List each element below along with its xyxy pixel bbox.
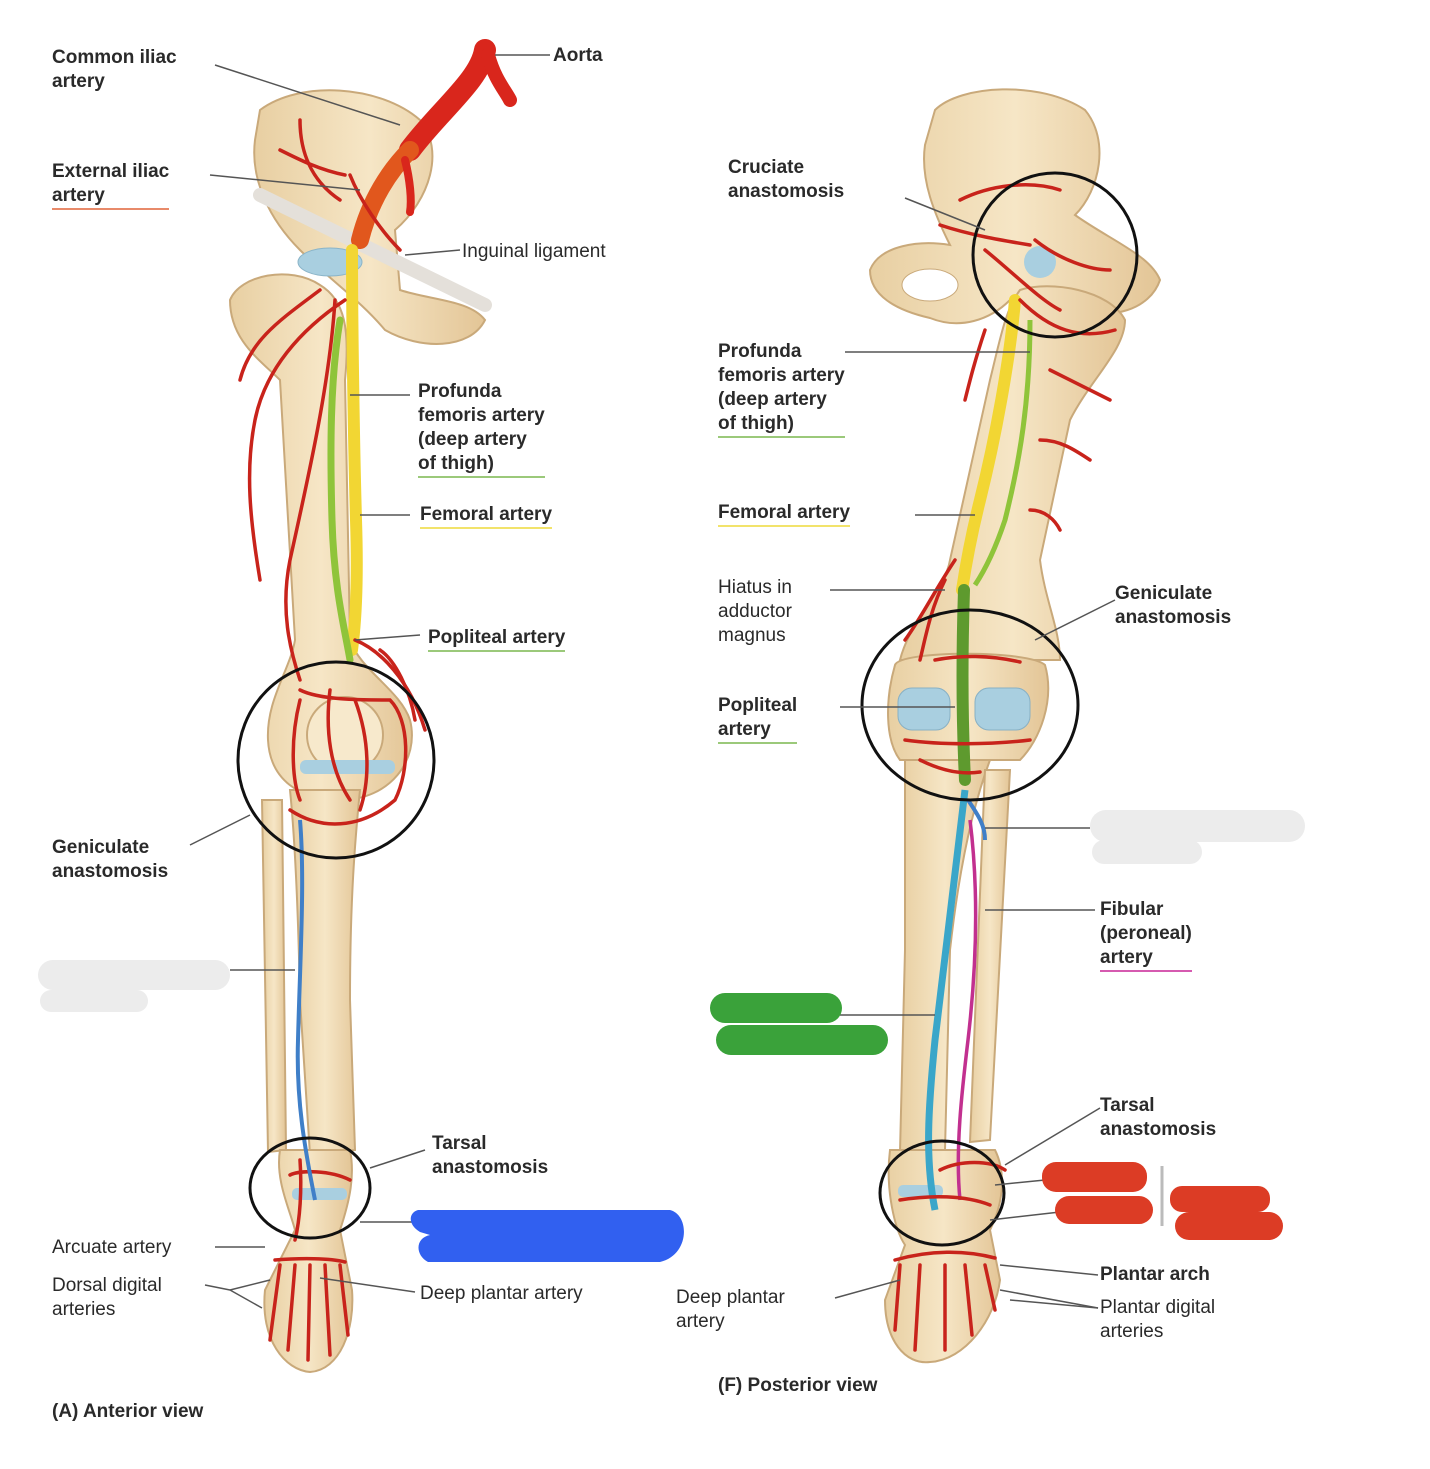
profunda-artery-posterior bbox=[972, 319, 1033, 587]
label-plantar-digital: Plantar digital arteries bbox=[1100, 1297, 1216, 1342]
popliteal-artery-posterior bbox=[956, 584, 971, 786]
fibular-artery bbox=[956, 819, 978, 1201]
label-plantar-arch: Plantar arch bbox=[1100, 1264, 1210, 1285]
green-redaction-2 bbox=[716, 1025, 888, 1055]
posterior-leader-lines bbox=[830, 197, 1116, 1309]
label-profunda-anterior: Profunda femoris artery (deep artery of … bbox=[418, 380, 545, 478]
knee-cartilage-anterior bbox=[300, 760, 395, 774]
femur-anterior bbox=[228, 273, 413, 802]
gray-redaction-anterior-2 bbox=[40, 990, 148, 1012]
ankle-cartilage-anterior bbox=[292, 1188, 347, 1200]
femoral-artery-posterior bbox=[956, 294, 1021, 596]
gray-redaction-posterior-2 bbox=[1092, 840, 1202, 864]
red-redaction-2 bbox=[1055, 1196, 1153, 1224]
red-redaction-3 bbox=[1170, 1186, 1270, 1212]
label-aorta: Aorta bbox=[553, 45, 603, 66]
label-common-iliac: Common iliac artery bbox=[52, 47, 177, 92]
aorta-branch bbox=[481, 48, 517, 107]
posterior-tibial-artery bbox=[925, 789, 969, 1211]
blue-redaction bbox=[410, 1210, 684, 1262]
obturator-opening bbox=[901, 268, 959, 302]
label-arcuate: Arcuate artery bbox=[52, 1237, 172, 1258]
label-tarsal-posterior: Tarsal anastomosis bbox=[1100, 1095, 1217, 1140]
medial-condyle-cartilage bbox=[897, 687, 951, 731]
label-dorsal-digital: Dorsal digital arteries bbox=[52, 1275, 162, 1320]
label-popliteal-anterior: Popliteal artery bbox=[428, 626, 566, 652]
profunda-artery-anterior bbox=[327, 316, 354, 664]
label-femoral-anterior: Femoral artery bbox=[420, 503, 553, 529]
label-geniculate-anterior: Geniculate anastomosis bbox=[52, 837, 169, 882]
anterior-tibial-artery bbox=[295, 819, 317, 1201]
femoral-artery-anterior bbox=[346, 244, 363, 656]
cruciate-circle bbox=[971, 171, 1139, 339]
label-external-iliac: External iliac artery bbox=[52, 160, 170, 210]
label-profunda-posterior: Profunda femoris artery (deep artery of … bbox=[718, 340, 845, 438]
label-geniculate-posterior: Geniculate anastomosis bbox=[1115, 583, 1232, 628]
lateral-condyle-cartilage bbox=[974, 687, 1031, 731]
label-femoral-posterior: Femoral artery bbox=[718, 501, 851, 527]
posterior-red-branches bbox=[893, 183, 1117, 1352]
tarsal-circle-posterior bbox=[878, 1139, 1006, 1247]
green-redaction-1 bbox=[710, 993, 842, 1023]
gray-redaction-anterior-1 bbox=[38, 960, 230, 990]
label-fibular: Fibular (peroneal) artery bbox=[1100, 898, 1192, 972]
label-popliteal-posterior: Popliteal artery bbox=[718, 694, 798, 744]
tarsal-circle-anterior bbox=[248, 1136, 372, 1240]
posterior-view bbox=[830, 88, 1162, 1364]
geniculate-circle-posterior bbox=[860, 608, 1080, 802]
label-tarsal-anterior: Tarsal anastomosis bbox=[432, 1133, 549, 1178]
anterior-view bbox=[189, 39, 550, 1374]
internal-iliac-vessel bbox=[401, 156, 415, 216]
label-deep-plantar-posterior: Deep plantar artery bbox=[676, 1287, 785, 1332]
caption-posterior-view: (F) Posterior view bbox=[718, 1375, 878, 1396]
fibula-posterior bbox=[968, 769, 1012, 1144]
label-hiatus: Hiatus in adductor magnus bbox=[718, 577, 792, 646]
gray-redaction-posterior-1 bbox=[1090, 810, 1305, 842]
hip-cartilage-posterior bbox=[1024, 246, 1056, 278]
anterior-red-branches bbox=[238, 118, 427, 1362]
label-cruciate: Cruciate anastomosis bbox=[728, 157, 845, 202]
foot-anterior bbox=[263, 1149, 354, 1374]
redaction-marks bbox=[38, 810, 1305, 1262]
geniculate-circle-anterior bbox=[236, 660, 436, 860]
aorta-vessel bbox=[399, 39, 496, 161]
fibula-anterior bbox=[260, 799, 288, 1154]
hip-cartilage-anterior bbox=[297, 247, 363, 277]
label-deep-plantar-anterior: Deep plantar artery bbox=[420, 1283, 583, 1304]
inguinal-ligament-band bbox=[253, 188, 492, 312]
label-inguinal-ligament: Inguinal ligament bbox=[462, 241, 606, 262]
red-redaction-4 bbox=[1175, 1212, 1283, 1240]
caption-anterior-view: (A) Anterior view bbox=[52, 1401, 204, 1422]
anterior-leader-lines bbox=[189, 54, 550, 1309]
anterior-tibial-branch-posterior bbox=[966, 798, 987, 841]
red-redaction-1 bbox=[1042, 1162, 1147, 1192]
